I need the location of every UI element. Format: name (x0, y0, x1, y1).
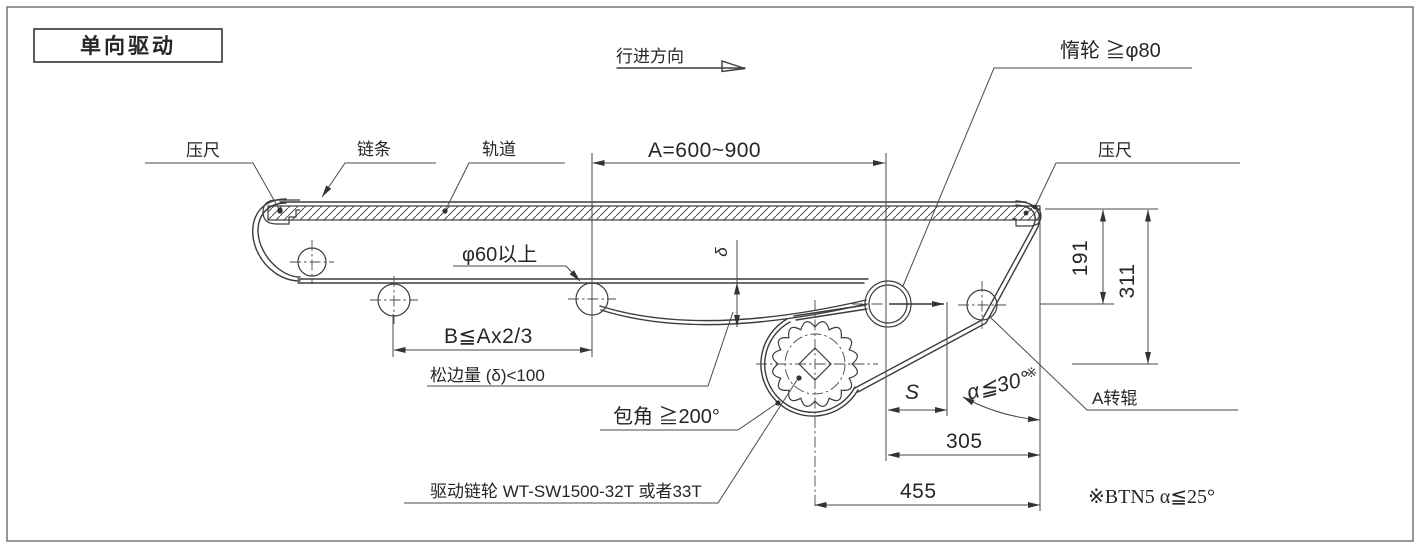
support-roller-mid (370, 276, 418, 324)
wrap-angle-leader (600, 403, 777, 431)
dim-311-label: 311 (1116, 264, 1139, 299)
support-roller-left (290, 240, 334, 284)
drawing-border (6, 6, 1414, 542)
leader-dot (442, 208, 448, 214)
drive-sprocket (756, 300, 878, 509)
title-box (33, 28, 223, 63)
dim-s-label: S (905, 381, 920, 404)
chain-right-diagonal-outer (857, 200, 1040, 393)
min-roller-dia-leader (453, 265, 581, 282)
pressure-bar-right-leader (1035, 162, 1240, 206)
dim-a-label: A=600~900 (648, 139, 761, 162)
dim-455-label: 455 (900, 480, 937, 503)
travel-direction-arrow-icon (721, 60, 746, 73)
idler-label: 惰轮 ≧φ80 (1060, 39, 1161, 62)
slack-amount-label: 松边量 (δ)<100 (430, 366, 545, 385)
pressure-bar-left-leader (145, 162, 280, 210)
leader-dot (277, 207, 283, 213)
chain-leader (321, 162, 436, 198)
footnote: ※BTN5 α≦25° (1088, 486, 1215, 508)
pressure-bar-right-label: 压尺 (1098, 141, 1132, 160)
leader-dot (775, 400, 781, 406)
chain-left-wrap-outer (252, 198, 301, 282)
page-title: 单向驱动 (80, 34, 176, 58)
chain-label: 链条 (357, 140, 391, 159)
leader-dot (1032, 204, 1038, 210)
dim-b-label: B≦Ax2/3 (444, 325, 533, 348)
dim-305-label: 305 (946, 430, 983, 453)
chain-sprocket-wrap-outer (760, 318, 859, 417)
drive-sprocket-leader (404, 379, 798, 504)
pressure-bar-left-shape (262, 199, 300, 225)
rail-label: 轨道 (482, 140, 516, 159)
dim-delta-label: δ (712, 247, 731, 257)
a-roller-label: A转辊 (1092, 389, 1137, 408)
rail-leader (445, 162, 565, 210)
dim-alpha-label: α≦30° (965, 367, 1033, 405)
rail (267, 205, 1041, 221)
a-roller-leader (990, 317, 1238, 411)
dim-191-label: 191 (1069, 240, 1092, 277)
chain-sag-curve-outer (599, 299, 867, 322)
a-turn-roller (958, 281, 1006, 329)
chain-right-diagonal-inner (854, 204, 1036, 389)
dim-arc-alpha (962, 396, 1041, 422)
chain-sprocket-wrap-inner (764, 321, 856, 413)
leader-dot (796, 375, 802, 381)
pressure-bar-left-label: 压尺 (186, 141, 220, 160)
min-roller-dia-label: φ60以上 (462, 243, 537, 266)
chain-left-wrap-inner (257, 202, 301, 278)
idler-leader (902, 67, 1192, 287)
drive-sprocket-label: 驱动链轮 WT-SW1500-32T 或者33T (430, 482, 702, 501)
pressure-bar-right-dot (1023, 210, 1029, 216)
chain-idler-run-inner (795, 308, 868, 321)
slack-amount-leader (427, 311, 734, 387)
travel-direction-label: 行进方向 (616, 47, 684, 66)
chain-sag-curve-inner (600, 303, 867, 326)
chain-idler-run-outer (793, 304, 867, 317)
wrap-angle-label: 包角 ≧200° (613, 405, 720, 428)
dim-alpha-ref-mark: ※ (1026, 365, 1037, 380)
